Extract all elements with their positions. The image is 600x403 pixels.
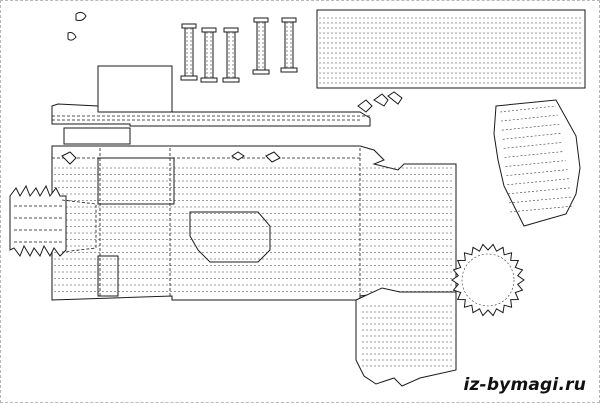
- main-body-piece: [51, 65, 457, 301]
- bottom-flap-piece: [355, 287, 457, 387]
- site-watermark: iz-bymagi.ru: [463, 375, 586, 395]
- spool-piece: [280, 17, 298, 73]
- body-notches: [61, 91, 403, 165]
- round-gear-piece: [451, 243, 525, 317]
- spool-piece: [180, 23, 198, 81]
- small-curl-pieces: [67, 11, 87, 41]
- striped-panel-top-right: [316, 9, 586, 89]
- spool-piece: [200, 27, 218, 83]
- left-gear-piece: [9, 184, 97, 258]
- spool-piece: [222, 27, 240, 83]
- spool-piece: [252, 17, 270, 75]
- spool-pieces: [180, 17, 298, 83]
- curved-ring-piece: [493, 99, 581, 227]
